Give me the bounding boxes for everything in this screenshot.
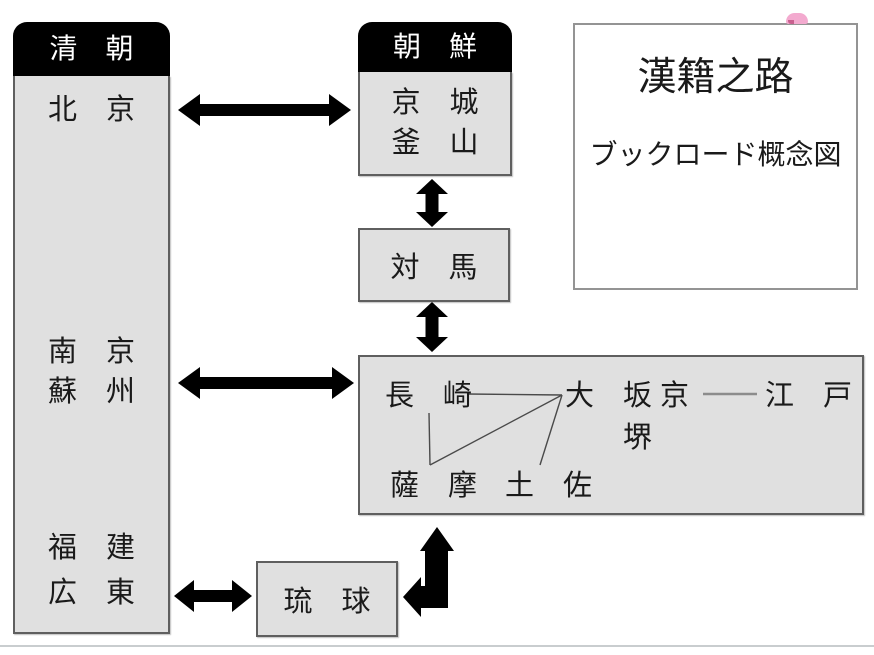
line-satsuma-osaka [429,394,563,466]
label-ryukyu: 琉 球 [283,584,371,618]
label-nanjing: 南 京 [47,334,135,368]
label-beijing: 北 京 [47,92,135,126]
label-sakai: 堺 [623,420,653,454]
arrow-korea-tsushima-icon [416,179,448,227]
page-title: 漢籍之路 [637,55,794,100]
arrow-beijing-korea-icon [178,94,351,126]
line-nagasaki-satsuma [428,412,431,466]
label-tosa: 土 佐 [505,468,593,502]
ryukyu-box: 琉 球 [256,561,398,637]
tsushima-box: 対 馬 [358,228,510,302]
label-tsushima: 対 馬 [390,250,478,284]
label-satsuma: 薩 摩 [390,468,478,502]
korea-body: 京 城 釜 山 [358,72,512,176]
pink-ornament-icon [786,13,808,24]
arrow-guangdong-ryukyu-icon [174,580,252,612]
korea-header: 朝 鮮 [358,22,512,72]
label-suzhou: 蘇 州 [47,374,135,408]
japan-box: 長 崎 大 坂 京 江 戸 堺 薩 摩 土 佐 [358,355,864,515]
label-keijo: 京 城 [391,85,479,119]
page-subtitle: ブックロード概念図 [589,138,842,171]
line-tosa-osaka [539,394,563,466]
label-busan: 釜 山 [391,125,479,159]
label-fujian: 福 建 [47,530,135,564]
qing-box: 清 朝 北 京 南 京 蘇 州 福 建 広 東 [13,22,170,634]
japan-internal-routes [428,392,757,466]
arrow-nanjing-nagasaki-icon [178,367,354,399]
label-osaka: 大 坂 [565,378,653,412]
qing-body: 北 京 南 京 蘇 州 福 建 広 東 [13,76,170,634]
line-nagasaki-osaka [466,393,563,396]
label-nagasaki: 長 崎 [385,378,473,412]
korea-box: 朝 鮮 京 城 釜 山 [358,22,512,176]
label-guangdong: 広 東 [47,575,135,609]
label-kyoto: 京 [660,378,690,412]
arrow-ryukyu-satsuma-bent-icon [403,527,454,617]
slide-bottom-edge [0,645,874,647]
arrow-tsushima-japan-icon [416,302,448,352]
label-edo: 江 戸 [765,378,853,412]
title-panel: 漢籍之路 ブックロード概念図 [573,23,858,290]
qing-header: 清 朝 [13,22,170,76]
